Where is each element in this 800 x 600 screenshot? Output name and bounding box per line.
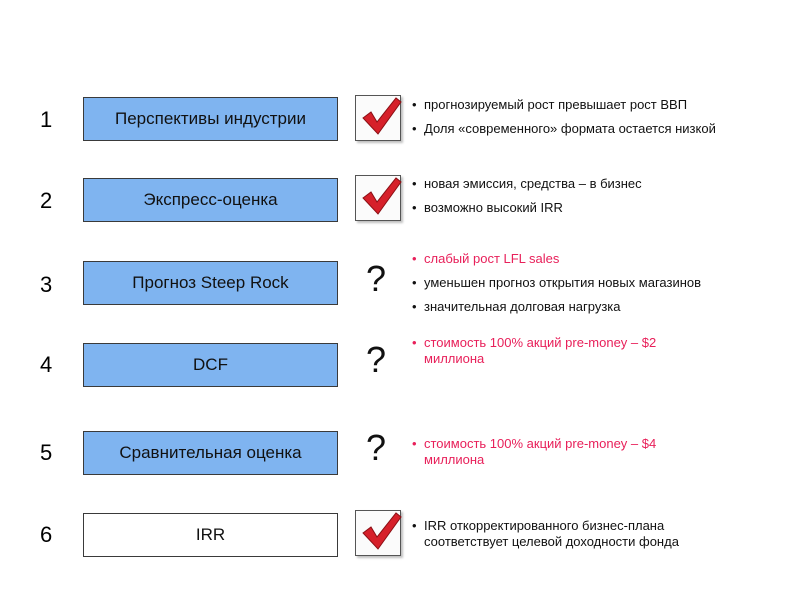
row-number: 6: [40, 522, 53, 547]
bullet-list: IRR откорректированного бизнес-плана соо…: [412, 518, 732, 558]
question-mark: ?: [366, 339, 387, 380]
criterion-box-irr: IRR: [83, 513, 338, 557]
question-mark: ?: [366, 258, 387, 299]
bullet-list: слабый рост LFL sales уменьшен прогноз о…: [412, 251, 782, 323]
bullet-item: слабый рост LFL sales: [412, 251, 782, 267]
row-number: 2: [40, 188, 53, 213]
bullet-item: значительная долговая нагрузка: [412, 299, 782, 315]
row-number: 3: [40, 272, 53, 297]
criterion-box-express: Экспресс-оценка: [83, 178, 338, 222]
criterion-box-industry: Перспективы индустрии: [83, 97, 338, 141]
bullet-item: уменьшен прогноз открытия новых магазино…: [412, 275, 782, 291]
bullet-item: Доля «современного» формата остается низ…: [412, 121, 782, 137]
criterion-box-comparative: Сравнительная оценка: [83, 431, 338, 475]
row-number: 5: [40, 440, 53, 465]
bullet-list: прогнозируемый рост превышает рост ВВП Д…: [412, 97, 782, 145]
bullet-item: IRR откорректированного бизнес-плана соо…: [412, 518, 732, 550]
bullet-item: возможно высокий IRR: [412, 200, 782, 216]
bullet-list: стоимость 100% акций pre-money – $2 милл…: [412, 335, 712, 375]
bullet-item: стоимость 100% акций pre-money – $2 милл…: [412, 335, 712, 367]
criterion-box-forecast: Прогноз Steep Rock: [83, 261, 338, 305]
checkmark-icon: [355, 175, 402, 221]
bullet-list: стоимость 100% акций pre-money – $4 милл…: [412, 436, 712, 476]
checkmark-icon: [355, 95, 402, 141]
checkmark-icon: [355, 510, 402, 556]
bullet-item: новая эмиссия, средства – в бизнес: [412, 176, 782, 192]
bullet-item: стоимость 100% акций pre-money – $4 милл…: [412, 436, 712, 468]
bullet-item: прогнозируемый рост превышает рост ВВП: [412, 97, 782, 113]
question-mark: ?: [366, 427, 387, 468]
bullet-list: новая эмиссия, средства – в бизнес возмо…: [412, 176, 782, 224]
row-number: 4: [40, 352, 53, 377]
row-number: 1: [40, 107, 53, 132]
criterion-box-dcf: DCF: [83, 343, 338, 387]
